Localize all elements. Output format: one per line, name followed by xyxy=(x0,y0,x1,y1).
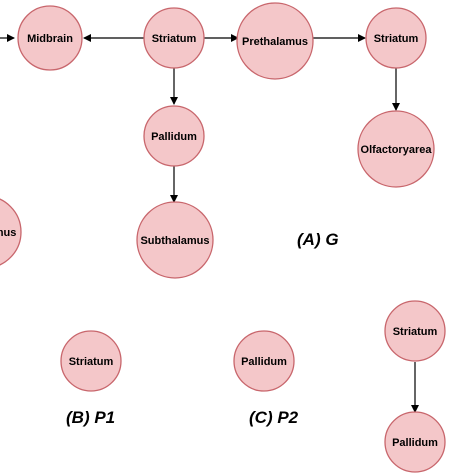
node-striatum-g: Striatum xyxy=(143,7,205,69)
node-pallidum-p2: Pallidum xyxy=(233,330,295,392)
node-striatum-p1: Striatum xyxy=(60,330,122,392)
node-label: Prethalamus xyxy=(242,36,308,48)
node-pallidum-p3: Pallidum xyxy=(384,411,446,473)
node-label: Striatum xyxy=(152,33,197,45)
node-striatum-g2: Striatum xyxy=(365,7,427,69)
node-label: Pallidum xyxy=(151,131,197,143)
node-subthalamus: Subthalamus xyxy=(136,201,214,279)
caption-b: (B) P1 xyxy=(66,408,116,427)
node-pallidum-g: Pallidum xyxy=(143,105,205,167)
node-prethalamus: Prethalamus xyxy=(236,2,314,80)
node-label: Midbrain xyxy=(27,33,73,45)
node-label: Striatum xyxy=(374,33,419,45)
node-striatum-p3: Striatum xyxy=(384,300,446,362)
caption-c: (C) P2 xyxy=(249,408,299,427)
node-label: Olfactoryarea xyxy=(361,144,433,156)
node-partial-left: mus xyxy=(0,198,22,266)
node-midbrain: Midbrain xyxy=(17,5,83,71)
node-label: Subthalamus xyxy=(140,235,209,247)
node-label: Pallidum xyxy=(241,356,287,368)
node-label: Pallidum xyxy=(392,437,438,449)
node-label: Striatum xyxy=(393,326,438,338)
node-label: mus xyxy=(0,227,16,239)
node-label: Striatum xyxy=(69,356,114,368)
caption-a: (A) G xyxy=(297,230,339,249)
node-olfactoryarea: Olfactoryarea xyxy=(357,110,435,188)
